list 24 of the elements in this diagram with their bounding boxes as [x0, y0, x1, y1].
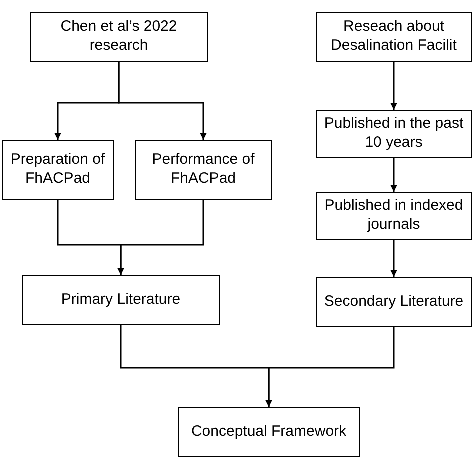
box-text: Performance of FhACPad [151, 151, 256, 189]
arrow [266, 327, 395, 407]
process-box [316, 12, 472, 62]
process-box [2, 140, 114, 200]
box-text: Primary Literature [61, 290, 181, 310]
process-box [316, 277, 472, 327]
box-text: Conceptual Framework [191, 422, 347, 442]
process-box [316, 110, 472, 158]
box-text: Reseach about Desalination Facilit [330, 18, 458, 56]
arrow [118, 200, 204, 275]
process-box [22, 275, 220, 325]
process-box [30, 12, 208, 62]
arrow [390, 62, 398, 110]
box-text: Secondary Literature [324, 292, 464, 312]
arrow [390, 158, 398, 192]
box-text: Preparation of FhACPad [10, 151, 106, 189]
arrow [390, 240, 398, 277]
process-box [316, 192, 472, 240]
box-text: Published in indexed journals [324, 197, 464, 235]
process-box [135, 140, 272, 200]
process-box [178, 407, 360, 457]
box-text: Published in the past 10 years [323, 115, 465, 153]
box-text: Chen et al’s 2022 research [60, 18, 178, 56]
arrow [118, 62, 207, 140]
